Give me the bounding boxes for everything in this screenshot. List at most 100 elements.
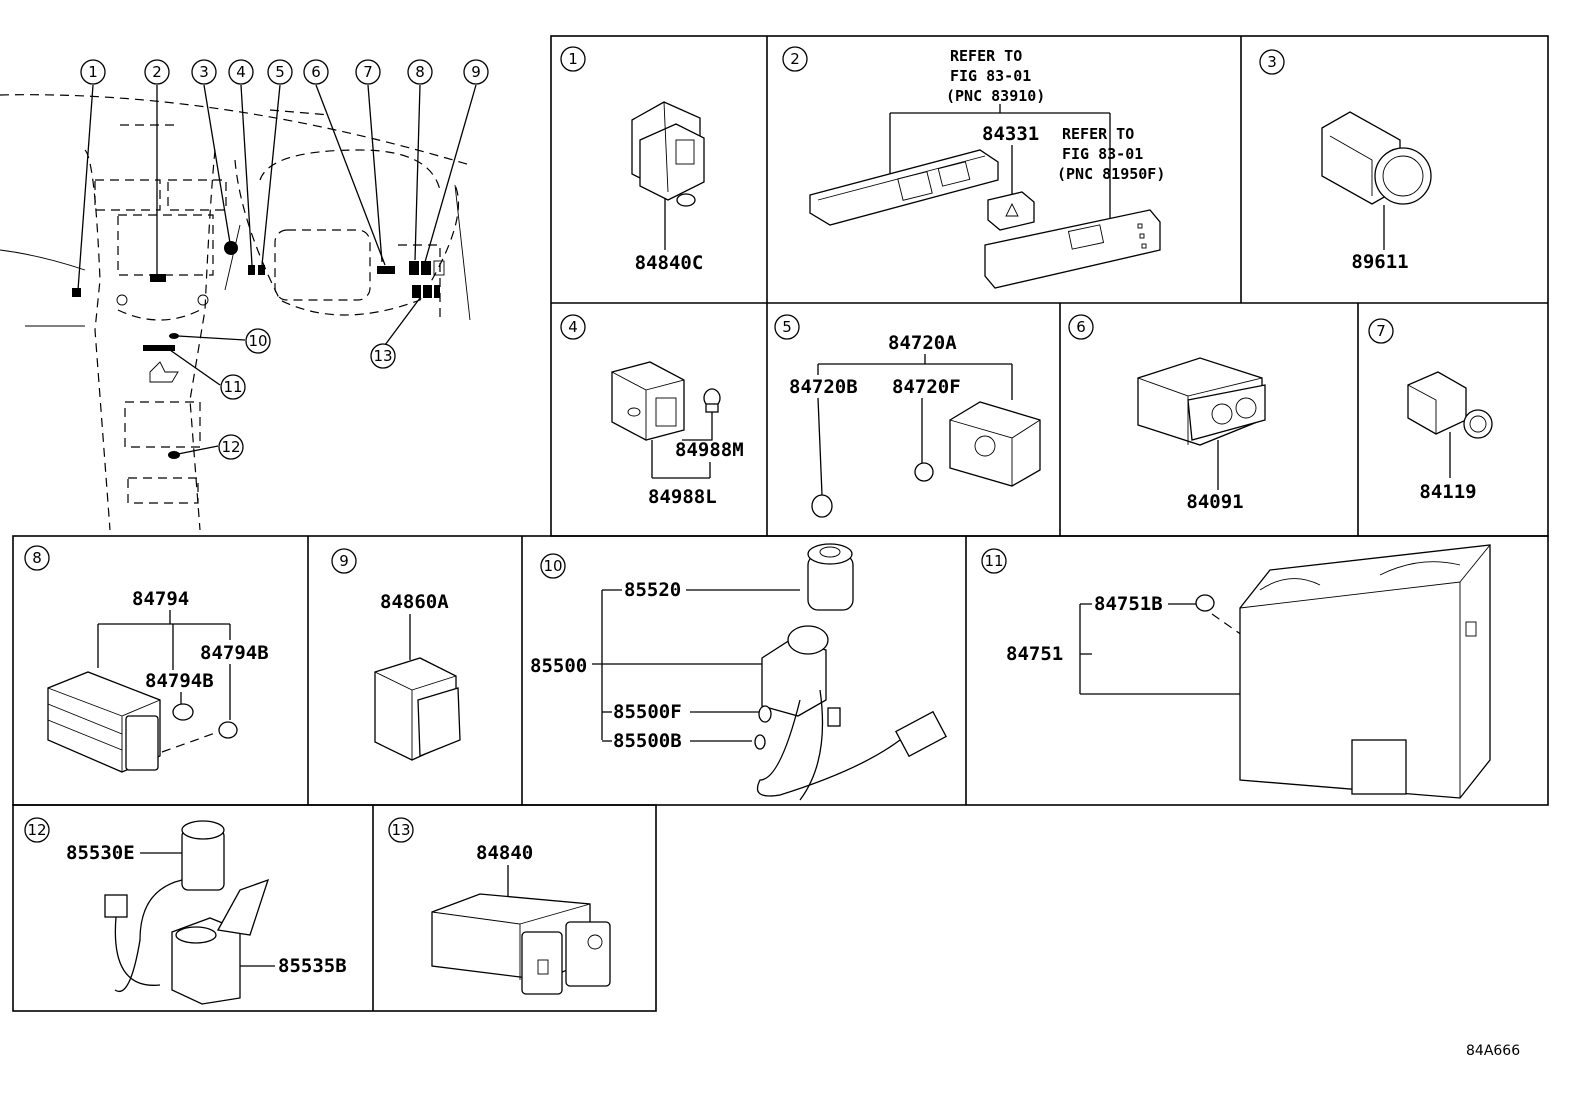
panel-10: 10 85520 85500 85500F 85500B <box>530 543 947 801</box>
overview-callout-12[interactable]: 12 <box>218 434 244 460</box>
svg-text:9: 9 <box>339 552 349 570</box>
part-number-89611[interactable]: 89611 <box>1351 251 1408 273</box>
overview-callout-10[interactable]: 10 <box>245 328 271 354</box>
svg-text:5: 5 <box>275 63 285 81</box>
panel-5: 5 84720A 84720B 84720F <box>774 314 1041 518</box>
part-84720b-bulb-illustration <box>811 494 833 518</box>
overview-callout-2[interactable]: 2 <box>144 59 170 85</box>
panel-2-bezel-illustration <box>984 209 1161 289</box>
panel-number-11: 11 <box>981 548 1007 574</box>
panel-7: 7 84119 <box>1368 318 1493 503</box>
overview-callout-7[interactable]: 7 <box>355 59 381 85</box>
svg-text:12: 12 <box>27 821 46 839</box>
svg-text:9: 9 <box>471 63 481 81</box>
svg-text:5: 5 <box>782 318 792 336</box>
svg-text:7: 7 <box>1376 322 1386 340</box>
svg-text:4: 4 <box>236 63 246 81</box>
overview-callout-6[interactable]: 6 <box>303 59 329 85</box>
panel-grid <box>12 35 1549 1012</box>
panel-number-3: 3 <box>1259 49 1285 75</box>
panel-6: 6 84091 <box>1068 314 1266 513</box>
svg-text:8: 8 <box>415 63 425 81</box>
part-number-84751[interactable]: 84751 <box>1006 643 1063 665</box>
svg-text:13: 13 <box>391 821 410 839</box>
panel-number-10: 10 <box>540 553 566 579</box>
part-85530e-socket-illustration <box>104 820 225 993</box>
overview-callout-11[interactable]: 11 <box>220 374 246 400</box>
dimmer-switch-illustration <box>1407 371 1493 439</box>
panel-8: 8 84794 84794B 84794B <box>24 545 269 773</box>
part-84794-switch-illustration <box>47 671 161 773</box>
overview-callout-4[interactable]: 4 <box>228 59 254 85</box>
panel-11: 11 84751B 84751 <box>981 544 1491 799</box>
dashboard-overview: 1 2 3 4 5 6 7 8 9 10 11 12 13 <box>0 59 489 531</box>
panel-2: 2 REFER TO FIG 83-01 (PNC 83910) REFER T… <box>782 46 1165 289</box>
part-84720a-switch-illustration <box>949 401 1041 487</box>
panel-number-1: 1 <box>560 46 586 72</box>
refer-note-1-line3[interactable]: (PNC 83910) <box>946 87 1045 105</box>
overview-callout-1[interactable]: 1 <box>80 59 106 85</box>
panel-number-8: 8 <box>24 545 50 571</box>
panel-number-9: 9 <box>331 548 357 574</box>
part-number-84988m[interactable]: 84988M <box>675 439 744 461</box>
refer-note-1-line1: REFER TO <box>950 47 1022 65</box>
part-number-85500b[interactable]: 85500B <box>613 730 682 752</box>
part-number-84860a[interactable]: 84860A <box>380 591 449 613</box>
svg-text:2: 2 <box>790 50 800 68</box>
svg-text:10: 10 <box>248 332 267 350</box>
refer-note-2-line2: FIG 83-01 <box>1062 145 1143 163</box>
panel-number-13: 13 <box>388 817 414 843</box>
part-number-84331[interactable]: 84331 <box>982 123 1039 145</box>
svg-text:8: 8 <box>32 549 42 567</box>
panel-number-12: 12 <box>24 817 50 843</box>
overview-callout-13[interactable]: 13 <box>370 343 396 369</box>
panel-9: 9 84860A <box>331 548 461 761</box>
svg-text:10: 10 <box>543 557 562 575</box>
mirror-switch-illustration <box>1137 357 1266 446</box>
part-number-85500[interactable]: 85500 <box>530 655 587 677</box>
part-84988l-switch-illustration <box>611 361 685 441</box>
panel-3: 3 89611 <box>1259 49 1432 273</box>
part-number-84720f[interactable]: 84720F <box>892 376 961 398</box>
part-number-85500f[interactable]: 85500F <box>613 701 682 723</box>
part-number-84988l[interactable]: 84988L <box>648 486 717 508</box>
svg-text:1: 1 <box>568 50 578 68</box>
part-84840-switch-illustration <box>431 893 611 995</box>
part-number-84840[interactable]: 84840 <box>476 842 533 864</box>
overview-callout-8[interactable]: 8 <box>407 59 433 85</box>
panel-number-5: 5 <box>774 314 800 340</box>
svg-text:3: 3 <box>1267 53 1277 71</box>
part-number-84840c[interactable]: 84840C <box>635 252 704 274</box>
part-number-85520[interactable]: 85520 <box>624 579 681 601</box>
part-number-84720a[interactable]: 84720A <box>888 332 957 354</box>
part-number-84794b-2[interactable]: 84794B <box>145 670 214 692</box>
overview-callout-3[interactable]: 3 <box>191 59 217 85</box>
panel-4: 4 84988M 84988L <box>560 314 744 508</box>
part-number-84751b[interactable]: 84751B <box>1094 593 1163 615</box>
part-number-84119[interactable]: 84119 <box>1419 481 1476 503</box>
panel-number-7: 7 <box>1368 318 1394 344</box>
part-85500b-bulb-illustration <box>754 734 766 750</box>
part-number-84091[interactable]: 84091 <box>1186 491 1243 513</box>
svg-text:4: 4 <box>568 318 578 336</box>
part-number-85530e[interactable]: 85530E <box>66 842 135 864</box>
part-85520-lighter-illustration <box>807 543 854 611</box>
part-85500f-bulb-illustration <box>758 705 772 723</box>
part-number-84794b-1[interactable]: 84794B <box>200 642 269 664</box>
svg-text:11: 11 <box>984 552 1003 570</box>
refer-note-2-line3[interactable]: (PNC 81950F) <box>1057 165 1165 183</box>
part-number-85535b[interactable]: 85535B <box>278 955 347 977</box>
panel-1: 1 84840C <box>560 46 705 274</box>
part-84794b-bulb-2-illustration <box>218 721 238 739</box>
overview-callout-9[interactable]: 9 <box>463 59 489 85</box>
part-84860a-switch-illustration <box>374 657 461 761</box>
panel-2-hazard-switch-illustration <box>987 191 1035 231</box>
refer-note-2-line1: REFER TO <box>1062 125 1134 143</box>
part-number-84720b[interactable]: 84720B <box>789 376 858 398</box>
panel-number-4: 4 <box>560 314 586 340</box>
overview-callout-5[interactable]: 5 <box>267 59 293 85</box>
part-85500-socket-illustration <box>756 625 947 801</box>
part-85535b-holder-illustration <box>171 878 270 1005</box>
climate-control-panel-illustration <box>1239 544 1491 799</box>
part-number-84794[interactable]: 84794 <box>132 588 189 610</box>
